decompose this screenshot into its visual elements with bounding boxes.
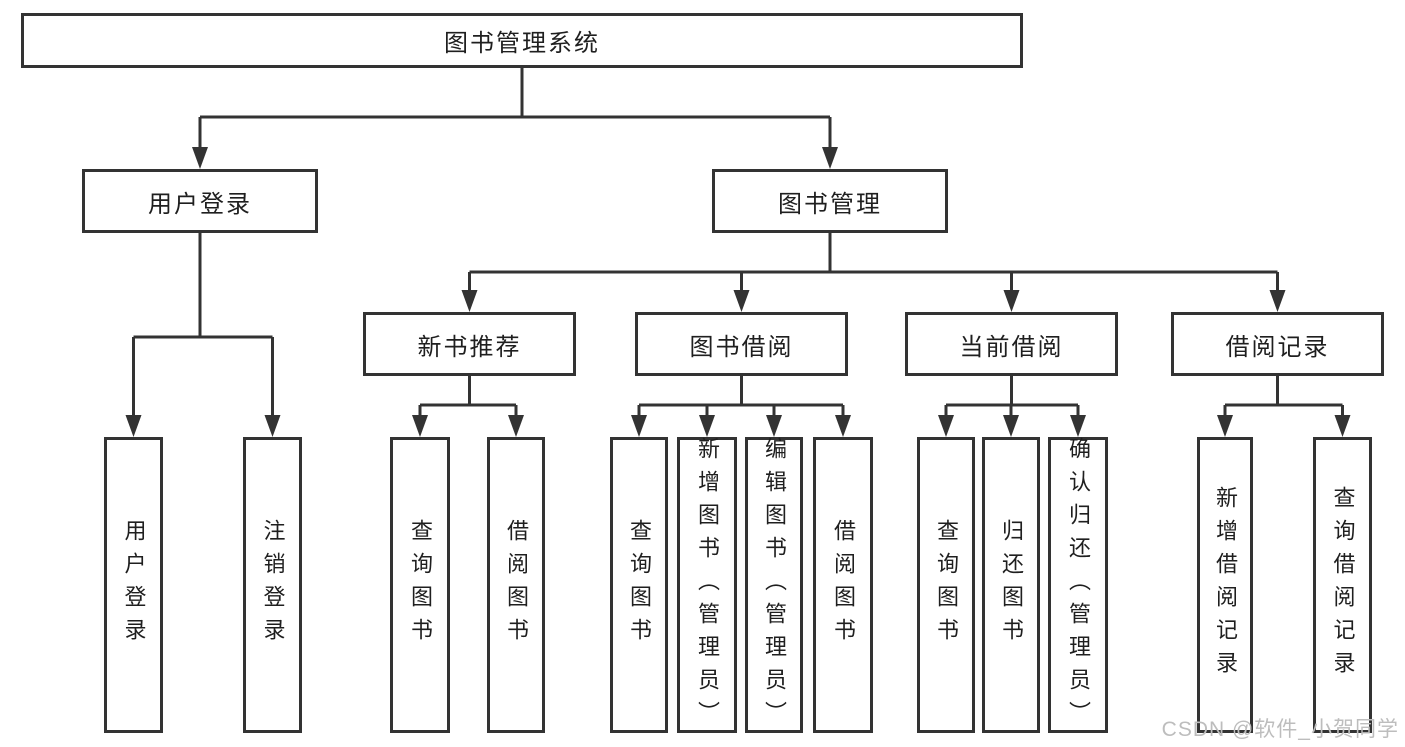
leaf-label: 归还图书 xyxy=(999,519,1024,651)
leaf-query-books: 查询图书 xyxy=(917,437,975,733)
leaf-confirm-return-admin: 确认归还（管理员） xyxy=(1048,436,1108,734)
csdn-watermark: CSDN @软件_小贺同学 xyxy=(1161,718,1399,741)
leaf-logout: 注销登录 xyxy=(243,437,302,733)
leaf-label: 注销登录 xyxy=(260,519,286,651)
leaf-label: 查询图书 xyxy=(934,519,959,651)
leaf-borrow-books: 借阅图书 xyxy=(487,437,545,733)
leaf-query-books: 查询图书 xyxy=(390,437,450,733)
node-book-borrowing: 图书借阅 xyxy=(635,312,848,376)
node-label: 图书借阅 xyxy=(689,333,794,361)
leaf-borrow-books: 借阅图书 xyxy=(813,437,873,733)
leaf-add-borrow-record: 新增借阅记录 xyxy=(1197,437,1253,733)
node-label: 借阅记录 xyxy=(1225,333,1330,361)
leaf-label: 确认归还（管理员） xyxy=(1066,436,1091,734)
leaf-label: 查询图书 xyxy=(627,519,652,651)
node-label: 图书管理 xyxy=(778,190,882,218)
node-user-login-branch: 用户登录 xyxy=(82,169,318,233)
node-book-management-branch: 图书管理 xyxy=(712,169,948,233)
node-borrowing-records: 借阅记录 xyxy=(1171,312,1384,376)
leaf-label: 查询图书 xyxy=(408,519,433,651)
leaf-add-books-admin: 新增图书（管理员） xyxy=(677,436,737,734)
leaf-return-books: 归还图书 xyxy=(982,437,1040,733)
leaf-query-books: 查询图书 xyxy=(610,437,668,733)
node-current-borrowing: 当前借阅 xyxy=(905,312,1118,376)
node-label: 用户登录 xyxy=(148,190,252,218)
leaf-label: 编辑图书（管理员） xyxy=(762,436,787,734)
leaf-label: 借阅图书 xyxy=(831,519,856,651)
leaf-edit-books-admin: 编辑图书（管理员） xyxy=(745,436,803,734)
leaf-query-borrow-record: 查询借阅记录 xyxy=(1313,437,1372,733)
node-label: 新书推荐 xyxy=(417,333,522,361)
leaf-label: 借阅图书 xyxy=(504,519,529,651)
leaf-label: 新增图书（管理员） xyxy=(695,436,720,734)
node-label: 当前借阅 xyxy=(959,333,1064,361)
node-new-book-recommendation: 新书推荐 xyxy=(363,312,576,376)
leaf-user-login: 用户登录 xyxy=(104,437,163,733)
leaf-label: 查询借阅记录 xyxy=(1330,486,1356,684)
node-library-system: 图书管理系统 xyxy=(21,13,1023,68)
leaf-label: 新增借阅记录 xyxy=(1213,486,1238,684)
leaf-label: 用户登录 xyxy=(121,519,147,651)
node-label: 图书管理系统 xyxy=(444,30,600,57)
arrowheads xyxy=(125,147,1351,437)
